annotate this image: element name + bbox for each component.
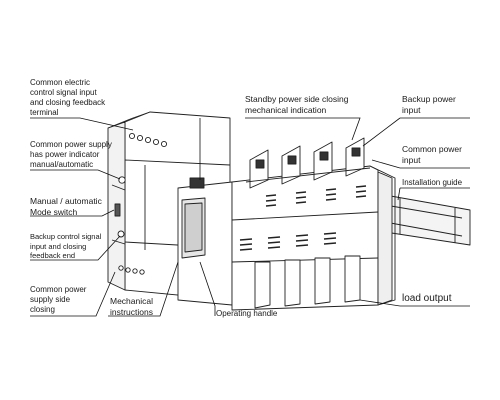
power-indicator [118, 176, 126, 184]
leader-lines [30, 117, 470, 317]
vent-slots [239, 185, 367, 251]
control-terminals-top [128, 132, 168, 148]
label-mode-switch: Manual / automatic Mode switch [30, 196, 102, 217]
right-plate [377, 171, 393, 306]
label-backup-input: Backup power input [402, 94, 456, 115]
label-installation-guide: Installation guide [402, 178, 463, 187]
label-load-output: load output [402, 293, 452, 304]
top-terminals [245, 137, 371, 189]
bottom-terminals [254, 255, 361, 309]
din-rail [384, 194, 471, 246]
label-common-closing: Common power supply side closing [30, 285, 87, 314]
label-operating-handle: Operating handle [216, 309, 278, 318]
backup-terminal [117, 230, 125, 238]
control-terminals-bottom [118, 265, 145, 275]
label-common-terminal: Common electric control signal input and… [30, 78, 106, 117]
handle-block [177, 177, 233, 306]
label-standby-indication: Standby power side closing mechanical in… [245, 94, 349, 115]
label-mechanical-instructions: Mechanical instructions [110, 296, 153, 317]
label-common-power-indicator: Common power supply has power indicator … [30, 140, 112, 169]
label-common-input: Common power input [402, 144, 462, 165]
label-backup-signal: Backup control signal input and closing … [30, 232, 102, 260]
mode-switch[interactable] [114, 203, 121, 217]
